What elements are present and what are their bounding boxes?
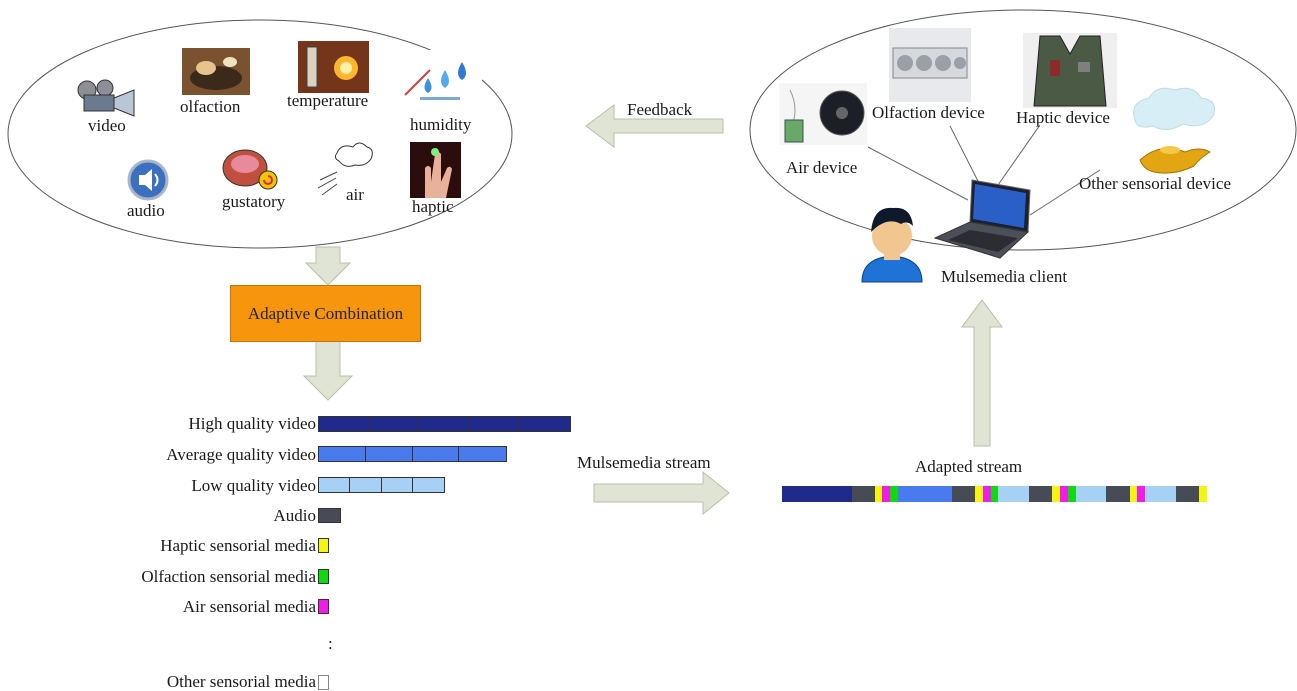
stream-segment [1175,486,1200,502]
stream-segment [975,486,983,502]
sensory-label-humidity: humidity [410,115,472,134]
adaptive-combination-box: Adaptive Combination [230,285,421,342]
connector-haptic [997,124,1041,186]
sensory-cloud-ellipse [7,19,513,249]
stream-segment [1199,486,1207,502]
blowing-wind-icon [317,142,373,196]
legend-label-olfaction: Olfaction sensorial media [141,567,316,586]
stream-segment [1145,486,1176,502]
stream-segment [982,486,991,502]
legend-label-low-video: Low quality video [191,476,316,495]
legend-label-haptic: Haptic sensorial media [160,536,316,555]
sensory-label-audio: audio [127,201,165,220]
legend-swatch-audio [318,508,341,523]
mulsemedia-client-label: Mulsemedia client [941,267,1068,286]
stream-segment [851,486,875,502]
tongue-candy-icon [222,149,278,190]
cooking-smell-icon [182,48,250,95]
sensory-label-gustatory: gustatory [222,192,286,211]
feedback-label: Feedback [627,100,693,119]
legend-swatch-other [318,675,329,690]
device-label-haptic: Haptic device [1016,108,1110,127]
stream-segment [1129,486,1138,502]
bar-segment [319,417,370,431]
client-cloud-ellipse [749,9,1297,251]
scent-diffuser-icon [889,28,971,102]
arrow-down-1 [304,246,352,286]
legend-label-other: Other sensorial media [166,672,316,691]
connector-olfaction [949,125,981,186]
stream-segment [1106,486,1130,502]
device-label-olfaction: Olfaction device [872,103,985,122]
video-camera-icon [77,79,135,117]
bar-segment [365,447,413,461]
bar-segment [350,478,382,492]
stream-segment [890,486,898,502]
adaptive-combination-label: Adaptive Combination [247,303,404,323]
legend-swatch-air [318,599,329,614]
sensory-label-olfaction: olfaction [180,97,241,116]
legend-bar-high-video [318,416,571,432]
fan-icon [779,83,867,145]
bar-segment [319,447,366,461]
bar-segment [419,417,470,431]
legend-label-air: Air sensorial media [182,597,316,616]
stream-segment [1052,486,1061,502]
thermometer-sun-icon [298,41,369,93]
connector-other [1029,169,1101,216]
stream-segment [782,486,852,502]
feedback-arrow [585,104,724,148]
haptic-vest-icon [1023,33,1117,108]
sensory-label-air: air [346,185,364,204]
stream-segment [1075,486,1107,502]
legend-label-audio: Audio [273,506,317,525]
speaker-icon [127,159,169,201]
laptop-icon [933,179,1031,259]
sensory-label-temperature: temperature [287,91,369,110]
water-drops-icon [402,50,482,112]
legend-ellipsis: : [328,634,333,653]
device-label-other: Other sensorial device [1079,174,1231,193]
legend-swatch-olfaction [318,569,329,584]
stream-segment [951,486,976,502]
user-avatar-icon [861,207,923,283]
bar-segment [412,447,460,461]
stream-segment [1060,486,1068,502]
bar-segment [319,478,351,492]
sensory-label-haptic: haptic [412,197,454,216]
stream-segment [897,486,952,502]
legend-label-high-video: High quality video [188,414,316,433]
bar-segment [412,478,444,492]
connector-air [867,146,969,201]
legend-bar-low-video [318,477,445,493]
legend-swatch-haptic [318,538,329,553]
device-label-air: Air device [786,158,858,177]
arrow-down-2 [302,339,354,401]
stream-segment [1029,486,1053,502]
magic-lamp-icon [1133,87,1215,174]
adapted-stream-bar [782,486,1207,502]
stream-segment [990,486,999,502]
hand-touch-icon [410,142,461,198]
bar-segment [459,447,506,461]
arrow-up [961,299,1003,447]
bar-segment [519,417,570,431]
mulsemedia-stream-label: Mulsemedia stream [577,453,711,472]
stream-segment [998,486,1030,502]
stream-segment [882,486,891,502]
sensory-label-video: video [88,116,126,135]
adapted-stream-label: Adapted stream [915,457,1023,476]
stream-segment [874,486,883,502]
bar-segment [469,417,520,431]
stream-arrow [593,470,730,516]
legend-label-average-video: Average quality video [166,445,316,464]
stream-segment [1137,486,1146,502]
bar-segment [369,417,420,431]
bar-segment [381,478,413,492]
stream-segment [1067,486,1076,502]
legend-bar-average-video [318,446,507,462]
